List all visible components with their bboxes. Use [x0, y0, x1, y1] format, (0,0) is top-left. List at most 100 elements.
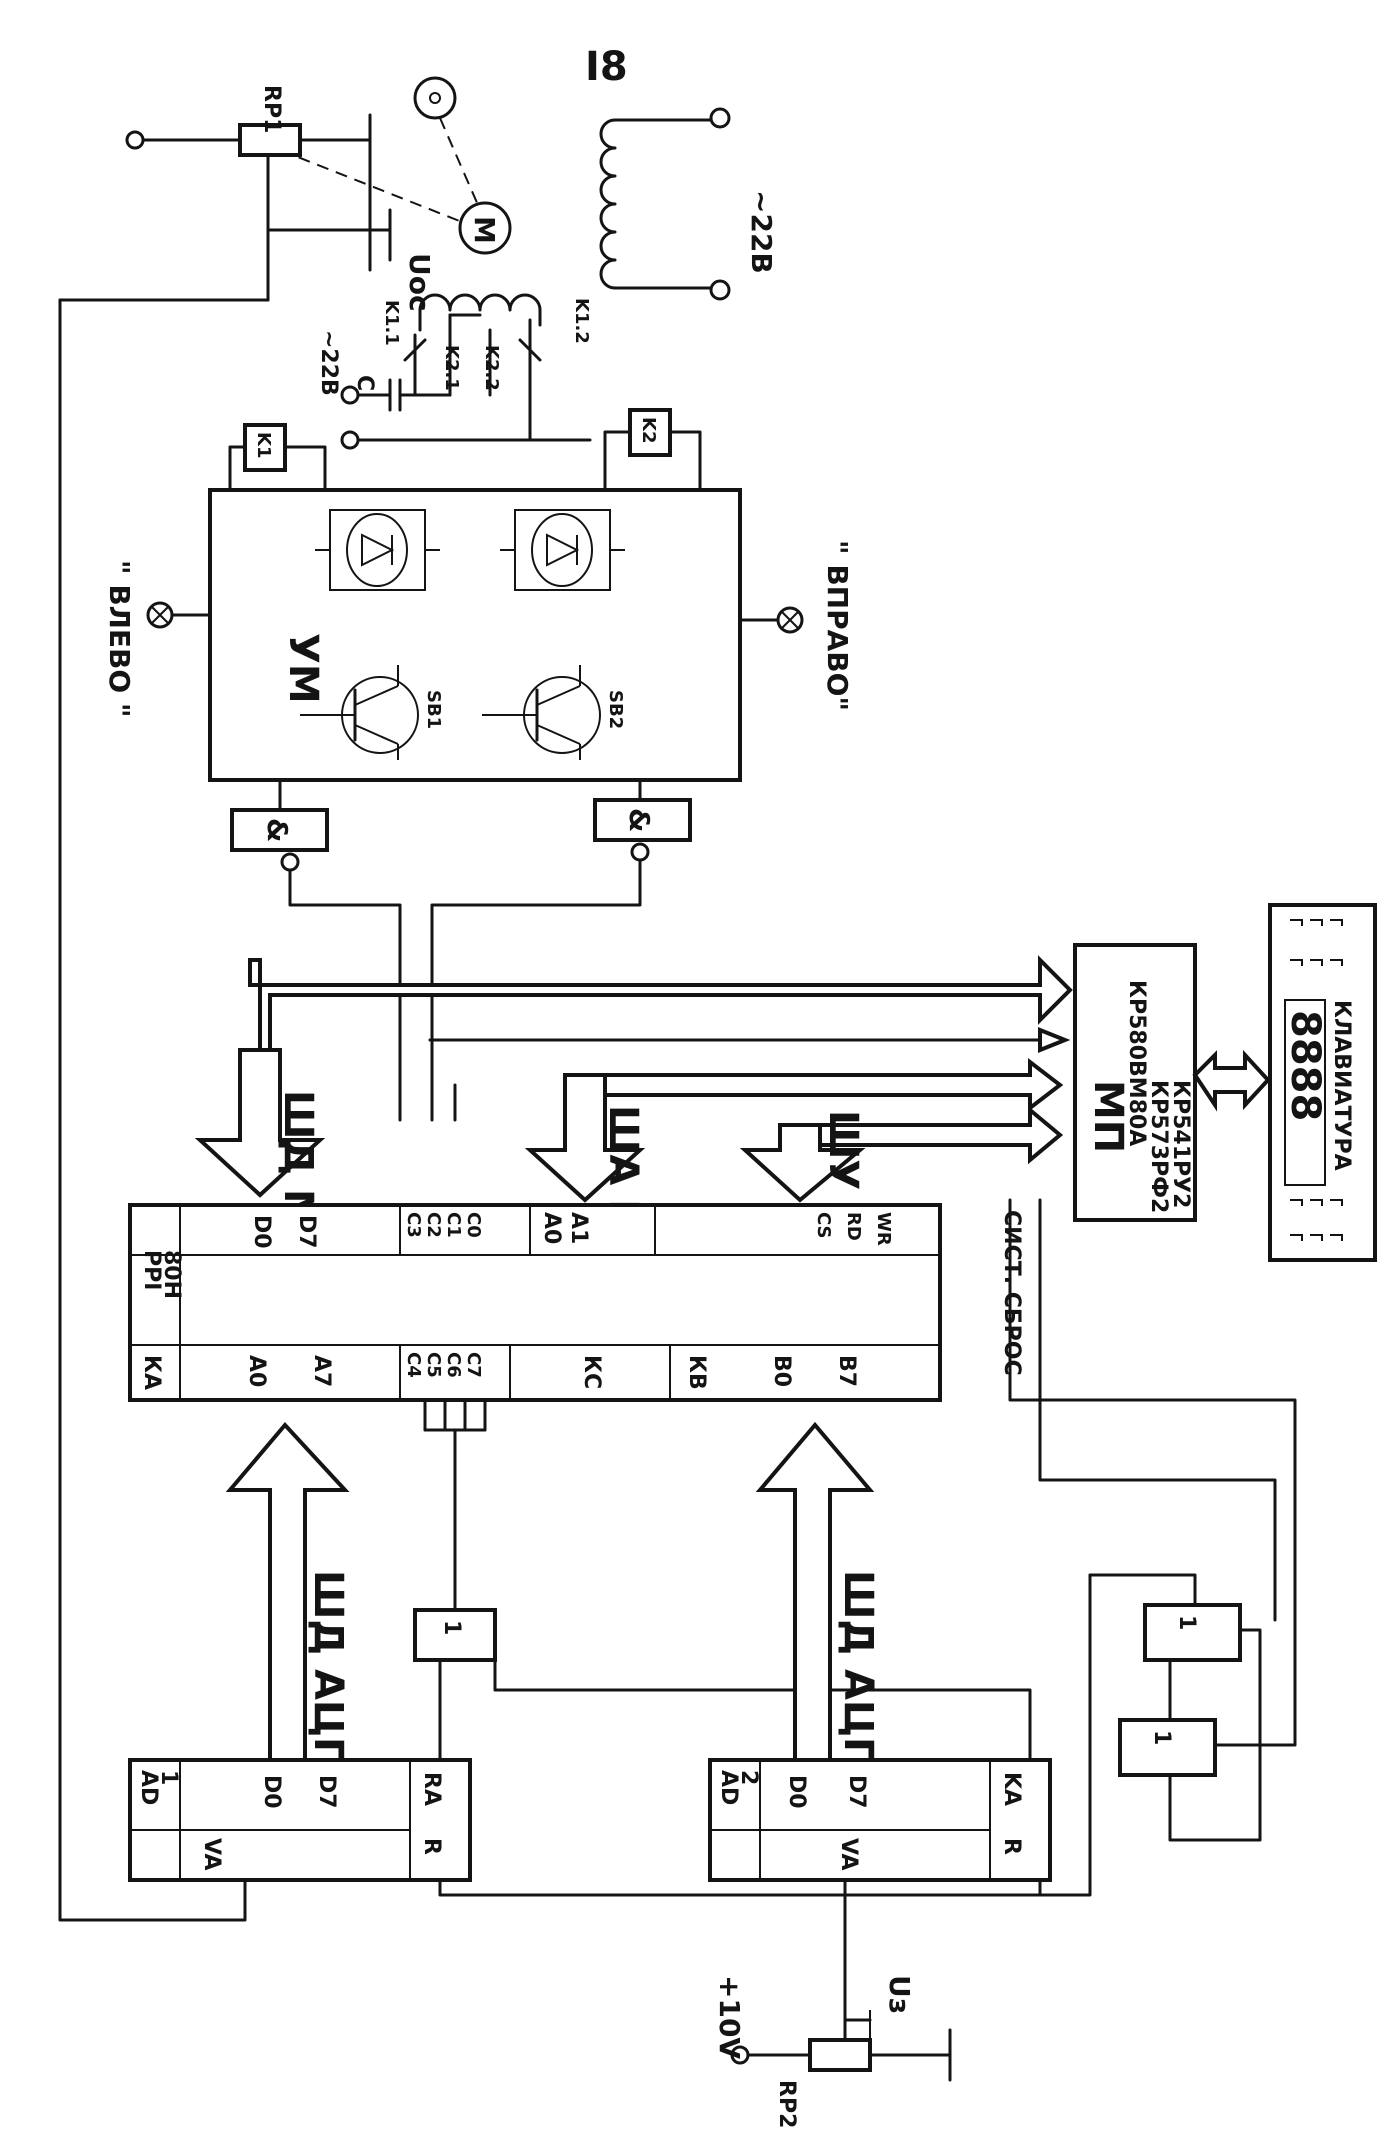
control-bus-down: [739, 1123, 866, 1203]
adc1-ra: RA: [419, 1772, 444, 1806]
amplifier-block: [208, 488, 742, 782]
ppi-c5: С5: [423, 1352, 444, 1378]
adc2-k: KA: [999, 1772, 1024, 1806]
rp2-label: RP2: [774, 2080, 799, 2128]
ppi-addr-a1: А1: [566, 1212, 591, 1244]
ppi-port-c: КС: [579, 1355, 604, 1389]
adc2-d7: D7: [844, 1775, 869, 1809]
ppi-wr: WR: [873, 1212, 894, 1246]
rp1-label: RP1: [259, 85, 284, 133]
ppi-c7: С7: [463, 1352, 484, 1378]
address-bus: [580, 1057, 1064, 1113]
optocoupler-2: [500, 509, 625, 591]
transistor-2: SB2: [482, 665, 626, 760]
data-bus-arrow: [1038, 1027, 1071, 1053]
lamp-left: " ВЛЕВО ": [103, 560, 212, 718]
contact-k2-2: K2.2: [481, 345, 502, 391]
optocoupler-1: [315, 509, 440, 591]
reset-wire: [1038, 1198, 1277, 1622]
lamp-right: " ВПРАВО": [738, 540, 854, 711]
ppi-cs: CS: [813, 1212, 834, 1239]
potentiometer-rp1: RP1 Uос: [58, 85, 436, 312]
supply-left-label: ~22В: [316, 330, 341, 396]
svg-text:&: &: [261, 818, 294, 842]
adc2-d0: D0: [784, 1775, 809, 1809]
transformer: I8 ~22В: [585, 44, 778, 301]
ppi-port-a: КА: [139, 1355, 164, 1390]
adc2-name: AD: [716, 1770, 741, 1805]
adc2-va: VA: [836, 1838, 861, 1871]
transistor-1-label: SB1: [423, 690, 444, 729]
mp-line2: КР573РФ2: [1146, 1080, 1171, 1213]
adc2-num: 2: [736, 1770, 761, 1785]
transistor-1: SB1: [300, 665, 444, 760]
mp-keyboard-link: [1192, 1049, 1271, 1112]
contact-k2-1: K2.1: [441, 345, 462, 391]
feedback-wire: [58, 298, 247, 1922]
and-gate-1: &: [230, 778, 402, 947]
ppi-c2: С2: [423, 1212, 444, 1238]
potentiometer-rp2: +10V Uз RP2: [713, 1975, 952, 2128]
adc1-va: VA: [199, 1838, 224, 1871]
gate-buffer-3-label: 1: [1149, 1730, 1174, 1745]
contact-network: ~22В C K1.1 K2.1 K2.2 K1.2: [316, 293, 592, 450]
uz-label: Uз: [883, 1975, 916, 2014]
ppi-c6: С6: [443, 1352, 464, 1378]
ppi-addr-a0: А0: [539, 1212, 564, 1244]
supply-right-label: ~22В: [745, 190, 778, 274]
motor-label: M: [468, 216, 501, 244]
control-bus: [785, 1105, 1064, 1165]
gate-buffer-1: [413, 1608, 497, 1662]
adc1-r: R: [419, 1838, 444, 1855]
ppi-d0: D0: [249, 1215, 274, 1249]
ppi-d7: D7: [294, 1215, 319, 1249]
mp-line1: КР580ВМ80А: [1124, 980, 1149, 1146]
motor: M: [279, 76, 512, 255]
ppi-b0: В0: [769, 1355, 794, 1387]
lamp-right-label: " ВПРАВО": [821, 540, 854, 711]
adc2-chip: [708, 1758, 1052, 1882]
gate-buffer-2-label: 1: [1174, 1615, 1199, 1630]
ppi-c1: С1: [443, 1212, 464, 1238]
relay-k1-label: K1: [253, 432, 274, 458]
ppi-a7-port: А7: [309, 1355, 334, 1387]
mp-block: [1073, 943, 1197, 1222]
ppi-name: PPI: [139, 1250, 164, 1290]
contact-k1-2: K1.2: [571, 298, 592, 344]
contact-k1-1: K1.1: [381, 300, 402, 346]
data-bus-down: [194, 1048, 326, 1198]
keyboard-label: КЛАВИАТУРА: [1329, 1000, 1354, 1171]
adc1-d7: D7: [314, 1775, 339, 1809]
cap-label: C: [352, 375, 377, 391]
amplifier-label: УМ: [280, 633, 326, 704]
gate-buffer-3: [1118, 1718, 1217, 1777]
svg-text:&: &: [623, 808, 656, 832]
ppi-chip-label: 80Н: [159, 1250, 184, 1299]
display-frame: [1284, 999, 1326, 1186]
relay-k2-label: K2: [638, 417, 659, 443]
ppi-rd: RD: [843, 1212, 864, 1241]
transistor-2-label: SB2: [605, 690, 626, 729]
supply-label: +10V: [713, 1975, 746, 2059]
ppi-a0-port: А0: [244, 1355, 269, 1387]
adc1-num: 1: [156, 1770, 181, 1785]
data-bus: [248, 955, 1073, 1057]
ppi-c0: С0: [463, 1212, 484, 1238]
gate-buffer-1-label: 1: [439, 1620, 464, 1635]
mp-line3: КР541РУ2: [1168, 1080, 1193, 1208]
uoc-label: Uос: [403, 253, 436, 312]
and-gate-2: &: [430, 778, 692, 947]
ppi-chip: [128, 1203, 942, 1402]
transformer-label: I8: [585, 44, 628, 90]
address-bus-down: [524, 1073, 646, 1203]
adc2-r: R: [999, 1838, 1024, 1855]
ppi-port-b: КВ: [684, 1355, 709, 1390]
mp-title: МП: [1085, 1080, 1131, 1153]
display-digits: 8888: [1282, 1010, 1328, 1121]
gate-buffer-2: [1143, 1603, 1242, 1662]
adc1-d0: D0: [259, 1775, 284, 1809]
lamp-left-label: " ВЛЕВО ": [103, 560, 136, 718]
key-marks: [1290, 919, 1343, 1241]
